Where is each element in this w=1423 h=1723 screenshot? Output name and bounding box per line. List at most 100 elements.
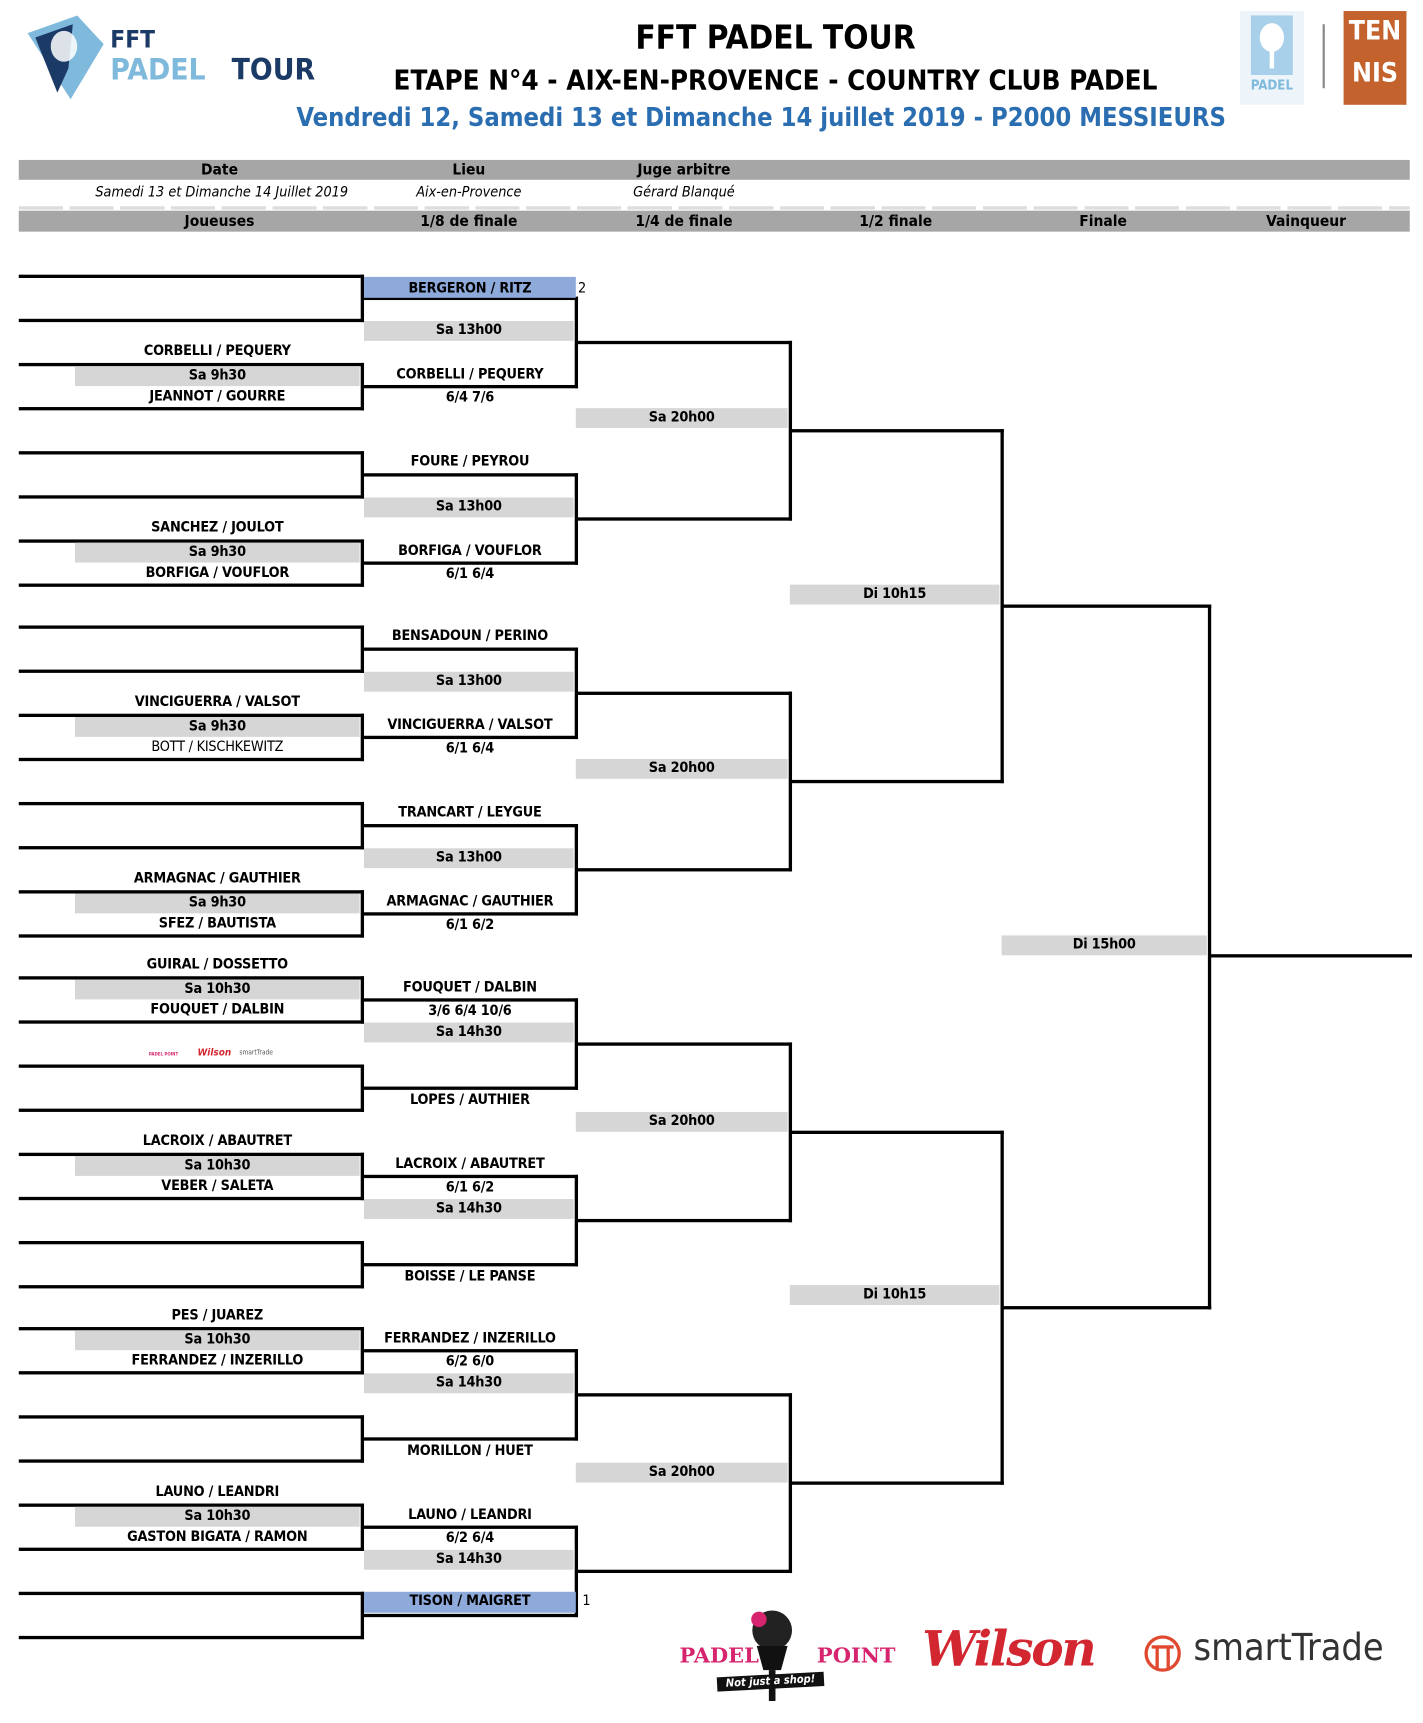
match-time-box (364, 1199, 574, 1219)
match-time-box (364, 1022, 574, 1043)
bracket-line (575, 1393, 793, 1397)
page-title: FFT PADEL TOUR (635, 18, 916, 58)
bracket-line (18, 1196, 365, 1201)
bracket-line (18, 1064, 365, 1068)
tennis-logo-stripe (1344, 46, 1407, 57)
team-name: ARMAGNAC / GAUTHIER (133, 870, 301, 887)
match-time: Sa 10h30 (184, 1157, 251, 1174)
team-name: LACROIX / ABAUTRET (142, 1132, 292, 1150)
team-name: VEBER / SALETA (161, 1178, 274, 1195)
match-time: Sa 14h30 (435, 1550, 502, 1568)
team-name: SFEZ / BAUTISTA (158, 915, 276, 933)
stage-title: ETAPE N°4 - AIX-EN-PROVENCE - COUNTRY CL… (393, 63, 1158, 96)
match-time-box (75, 717, 360, 737)
padel-federation-logo: PADEL (1239, 11, 1304, 105)
bracket-line (575, 340, 793, 345)
match-time-box (75, 893, 360, 914)
team-name: TISON / MAIGRET (409, 1592, 531, 1610)
bracket-connector (360, 539, 365, 587)
team-name: BORFIGA / VOUFLOR (398, 542, 542, 560)
bracket-line (364, 561, 579, 565)
match-time-box (1001, 935, 1207, 956)
logo-divider (1322, 24, 1325, 89)
match-time: Sa 9h30 (188, 543, 246, 561)
match-time: Sa 13h00 (435, 498, 502, 516)
seed-highlight (364, 276, 576, 298)
match-time: Sa 9h30 (188, 367, 246, 384)
match-time-box (789, 1285, 1000, 1305)
match-time-box (789, 584, 1000, 605)
fft-padel-tour-logo: FFT PADEL TOUR (24, 13, 333, 101)
bracket-line (364, 1525, 579, 1529)
match-time: Sa 20h00 (648, 409, 715, 426)
bracket-line (364, 735, 579, 740)
fft-tennis-logo: TEN NIS (1343, 11, 1407, 105)
column-header-0: Joueuses (184, 212, 255, 231)
match-time-box (75, 1156, 360, 1176)
bracket-line (364, 1086, 579, 1090)
match-time-box (575, 408, 788, 429)
team-name: GUIRAL / DOSSETTO (146, 956, 289, 973)
match-time-box (75, 542, 360, 563)
match-time: Sa 20h00 (648, 760, 715, 777)
match-time-box (75, 1330, 360, 1351)
bracket-line (18, 1547, 365, 1551)
bracket-line (18, 539, 365, 543)
padel-point-tagline: Not just a shop! (716, 1671, 825, 1692)
team-name: CORBELLI / PEQUERY (143, 343, 291, 360)
bracket-line (18, 1459, 365, 1463)
seed-highlight (364, 1591, 576, 1613)
info-label: Lieu (452, 161, 486, 179)
team-name: JEANNOT / GOURRE (149, 388, 286, 405)
bracket-line (18, 1371, 365, 1375)
smarttrade-icon (1144, 1635, 1181, 1672)
bracket-line (364, 998, 579, 1002)
bracket-line (575, 691, 793, 695)
match-time-box (364, 1373, 574, 1394)
bracket-connector (360, 274, 365, 323)
bracket-connector (360, 1327, 365, 1375)
match-time: Di 10h15 (863, 585, 927, 603)
seed-number: 1 (582, 1592, 591, 1610)
match-score: 3/6 6/4 10/6 (428, 1002, 512, 1020)
bracket-line (18, 801, 365, 806)
bracket-line (575, 1569, 793, 1574)
bracket-connector (360, 890, 365, 938)
info-value: Aix-en-Provence (416, 184, 522, 201)
small-wilson-logo: Wilson (197, 1047, 232, 1059)
bracket-line (575, 1042, 793, 1046)
match-time: Sa 13h00 (435, 322, 502, 339)
bracket-line (575, 868, 793, 872)
match-time: Sa 14h30 (435, 1023, 502, 1041)
bracket-connector (360, 451, 365, 499)
wilson-logo: Wilson (922, 1621, 1096, 1678)
bracket-line (18, 1327, 365, 1331)
team-name: BOISSE / LE PANSE (404, 1268, 536, 1286)
bracket-line (364, 824, 579, 828)
match-time-box (75, 979, 360, 1000)
bracket-line (18, 1020, 365, 1024)
team-name: LAUNO / LEANDRI (408, 1506, 532, 1524)
column-header-3: 1/2 finale (859, 212, 933, 231)
bracket-line (789, 1130, 1004, 1134)
seed-number: 2 (578, 280, 587, 297)
team-name: VINCIGUERRA / VALSOT (387, 717, 553, 734)
tennis-logo-nis: NIS (1352, 57, 1398, 89)
match-time-box (364, 497, 574, 518)
match-time-box (75, 1506, 360, 1527)
bracket-line (18, 407, 365, 411)
bracket-line (1001, 604, 1212, 608)
match-score: 6/1 6/2 (445, 916, 495, 934)
bracket-line (789, 429, 1004, 433)
bracket-line (789, 1481, 1004, 1485)
bracket-connector (360, 1064, 365, 1112)
match-score: 6/1 6/4 (445, 740, 495, 757)
bracket-line (18, 890, 365, 894)
team-name: FERRANDEZ / INZERILLO (384, 1330, 556, 1347)
match-time: Sa 14h30 (435, 1200, 502, 1217)
team-name: ARMAGNAC / GAUTHIER (386, 893, 554, 911)
match-time-box (364, 321, 574, 341)
bracket-line (18, 669, 365, 673)
